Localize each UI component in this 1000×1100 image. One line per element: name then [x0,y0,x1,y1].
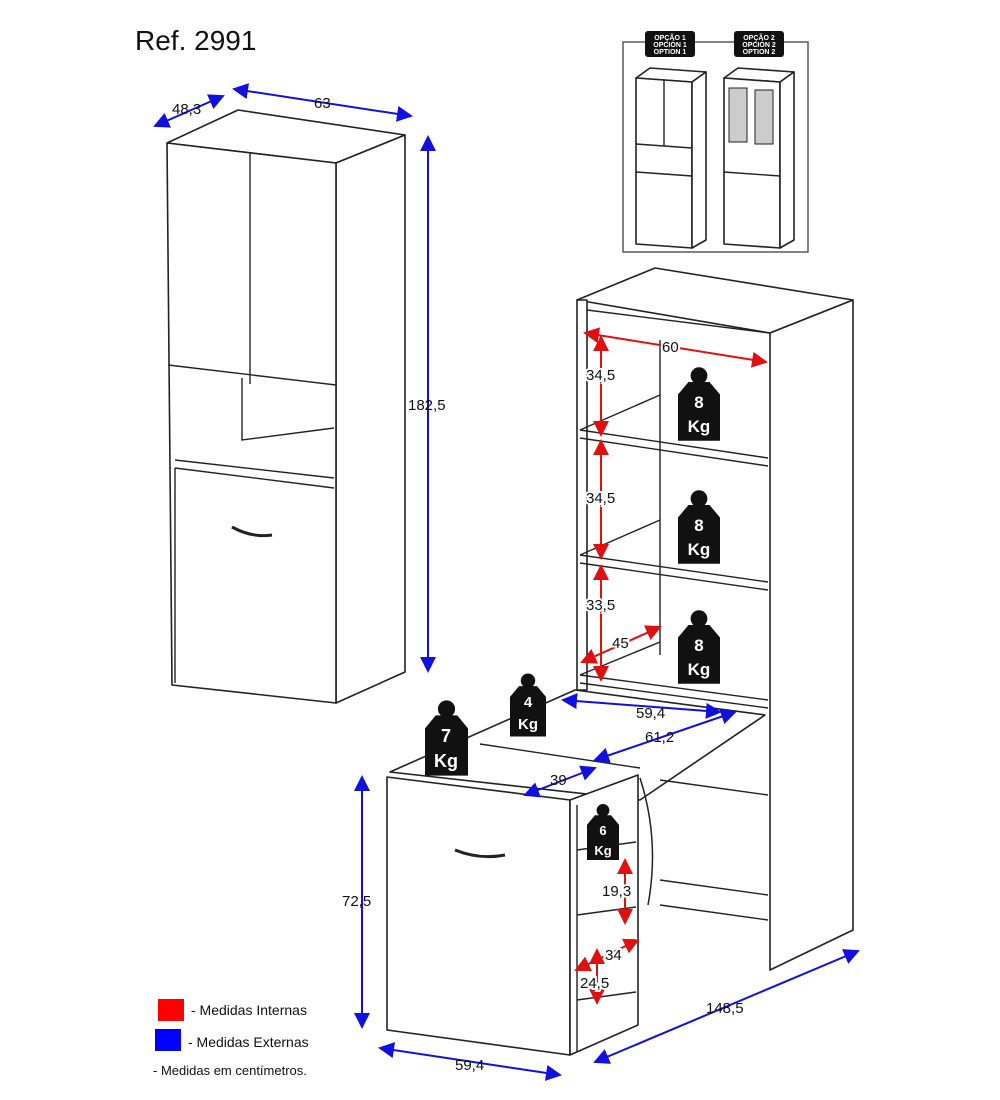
dim-height: 182,5 [408,397,446,414]
svg-text:6: 6 [599,823,606,838]
dim-desk-niche1: 19,3 [602,883,631,900]
dim-desk-width: 59,4 [455,1057,484,1074]
svg-text:OPÇÃO 1: OPÇÃO 1 [654,33,686,42]
reference-title: Ref. 2991 [135,25,256,56]
svg-text:OPTION 1: OPTION 1 [654,49,687,56]
dim-shelf3: 33,5 [586,597,615,614]
weight-icon: 4Kg [510,673,546,737]
svg-text:Kg: Kg [594,843,611,858]
legend-internal-swatch [158,999,184,1021]
dim-shelf1: 34,5 [586,367,615,384]
dim-desk-niche-depth: 34 [605,947,622,964]
svg-text:7: 7 [441,726,451,746]
dim-depth: 48,3 [172,101,201,118]
dim-top-width: 59,4 [636,705,665,722]
weight-icon: 7Kg [425,700,468,776]
open-unit-drawing [386,267,854,1056]
dim-shelf-width: 60 [662,339,679,356]
options-box: OPÇÃO 1 OPCIÓN 1 OPTION 1 OPÇÃO 2 OPCIÓN… [622,31,809,253]
dim-width: 63 [314,95,331,112]
dim-shelf2: 34,5 [586,490,615,507]
svg-text:OPTION 2: OPTION 2 [743,49,776,56]
svg-text:4: 4 [524,694,533,711]
dim-total-length: 148,5 [706,1000,744,1017]
dim-desk-height: 72,5 [342,893,371,910]
svg-text:8: 8 [694,516,703,535]
svg-text:Kg: Kg [688,417,711,436]
weight-icon: 8Kg [678,367,720,441]
dim-top-depth: 61,2 [645,729,674,746]
legend-units-note: - Medidas em centímetros. [153,1063,307,1078]
closed-cabinet-drawing [166,109,406,704]
svg-text:8: 8 [694,393,703,412]
legend-external-swatch [155,1029,181,1051]
svg-text:Kg: Kg [518,716,538,733]
weight-icon: 8Kg [678,490,720,564]
svg-text:Kg: Kg [434,751,458,771]
svg-text:OPCIÓN 1: OPCIÓN 1 [653,40,687,49]
dim-top-small: 39 [550,772,567,789]
dim-desk-niche2: 24,5 [580,975,609,992]
svg-text:OPCIÓN 2: OPCIÓN 2 [742,40,776,49]
weight-icon: 8Kg [678,610,720,684]
svg-text:8: 8 [694,636,703,655]
legend-external-label: - Medidas Externas [188,1034,309,1050]
legend-internal-label: - Medidas Internas [191,1002,307,1018]
dim-shelf-depth: 45 [612,635,629,652]
svg-text:OPÇÃO 2: OPÇÃO 2 [743,33,775,42]
svg-text:Kg: Kg [688,660,711,679]
weight-icon: 6Kg [587,804,619,860]
svg-text:Kg: Kg [688,540,711,559]
